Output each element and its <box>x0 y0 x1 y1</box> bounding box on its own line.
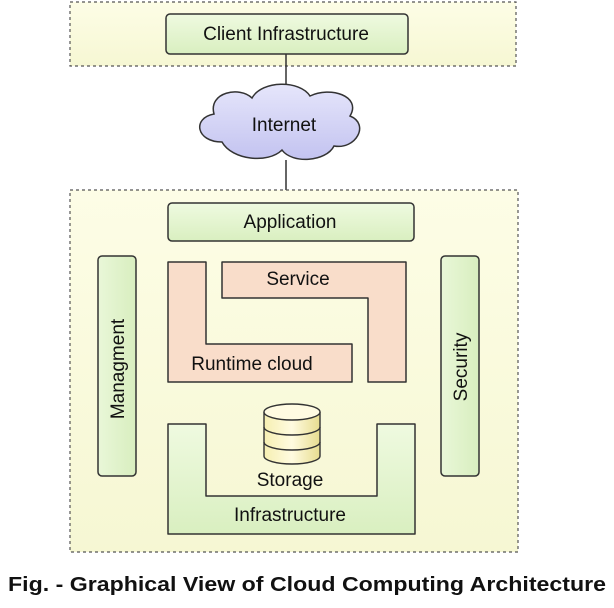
client-infrastructure-label: Client Infrastructure <box>203 24 369 45</box>
runtime-cloud-label: Runtime cloud <box>191 354 312 375</box>
runtime-cloud-shape <box>167 261 353 383</box>
figure-caption: Fig. - Graphical View of Cloud Computing… <box>8 574 606 596</box>
service-shape <box>221 261 407 383</box>
service-label: Service <box>266 269 329 290</box>
management-label: Managment <box>108 318 129 419</box>
security-label: Security <box>451 332 472 401</box>
security-box <box>440 255 480 477</box>
storage-database-icon <box>263 403 321 465</box>
client-infrastructure-box <box>165 13 409 55</box>
infrastructure-shape <box>167 423 416 535</box>
internet-label: Internet <box>252 115 317 136</box>
management-box <box>97 255 137 477</box>
infrastructure-label: Infrastructure <box>234 505 346 526</box>
application-box <box>167 202 415 242</box>
storage-label: Storage <box>257 470 324 491</box>
application-label: Application <box>244 212 337 233</box>
internet-cloud <box>198 83 361 161</box>
